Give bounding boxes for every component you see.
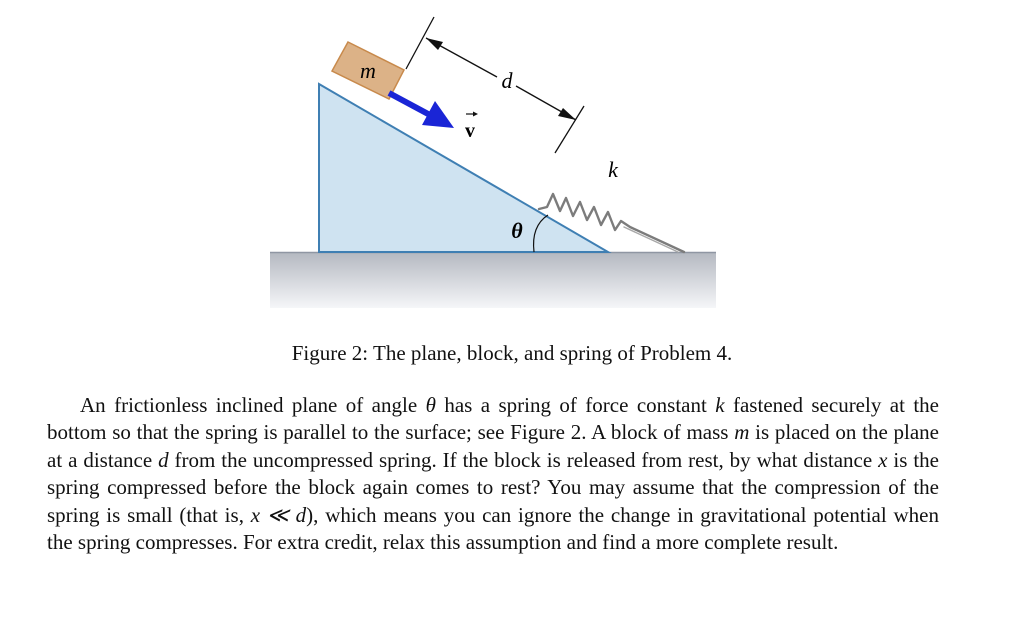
velocity-label-group: v — [465, 111, 478, 142]
velocity-label: v — [465, 120, 475, 142]
block-m — [330, 41, 406, 100]
block-label: m — [360, 58, 376, 83]
math-symbol: d — [158, 447, 169, 472]
angle-arc — [532, 214, 549, 253]
math-symbol: k — [715, 393, 725, 417]
incline-plane — [318, 82, 612, 253]
text-segment: is the spring compressed before the bloc… — [47, 447, 939, 527]
math-symbol: θ — [425, 393, 436, 417]
spring — [537, 192, 686, 254]
problem-paragraph: An frictionless inclined plane of angle … — [47, 392, 939, 556]
text-segment: is placed on the plane at a distance — [47, 420, 940, 472]
text-segment: has a spring of force constant — [435, 393, 716, 417]
text-segment: fastened securely at the bottom so that … — [47, 393, 939, 445]
text-segment: An frictionless inclined plane of angle — [80, 393, 426, 417]
velocity-arrow — [387, 90, 432, 118]
floor — [270, 252, 716, 308]
angle-label: θ — [511, 218, 523, 243]
velocity-arrowhead — [422, 101, 454, 128]
incline-figure: m v d k θ — [270, 16, 716, 308]
text-segment: from the uncompressed spring. If the blo… — [168, 447, 879, 472]
math-symbol: x ≪ d — [250, 502, 307, 527]
figure-caption: Figure 2: The plane, block, and spring o… — [291, 341, 733, 365]
problem-text: An frictionless inclined plane of angle … — [47, 392, 939, 556]
distance-arrowhead-upper — [426, 38, 443, 50]
math-symbol: x — [878, 447, 888, 472]
distance-label: d — [502, 68, 514, 93]
spring-label: k — [608, 157, 619, 182]
math-symbol: m — [734, 420, 750, 445]
distance-dimension — [405, 16, 585, 154]
distance-arrowhead-lower — [558, 108, 576, 120]
text-segment: ), which means you can ignore the change… — [47, 502, 939, 555]
